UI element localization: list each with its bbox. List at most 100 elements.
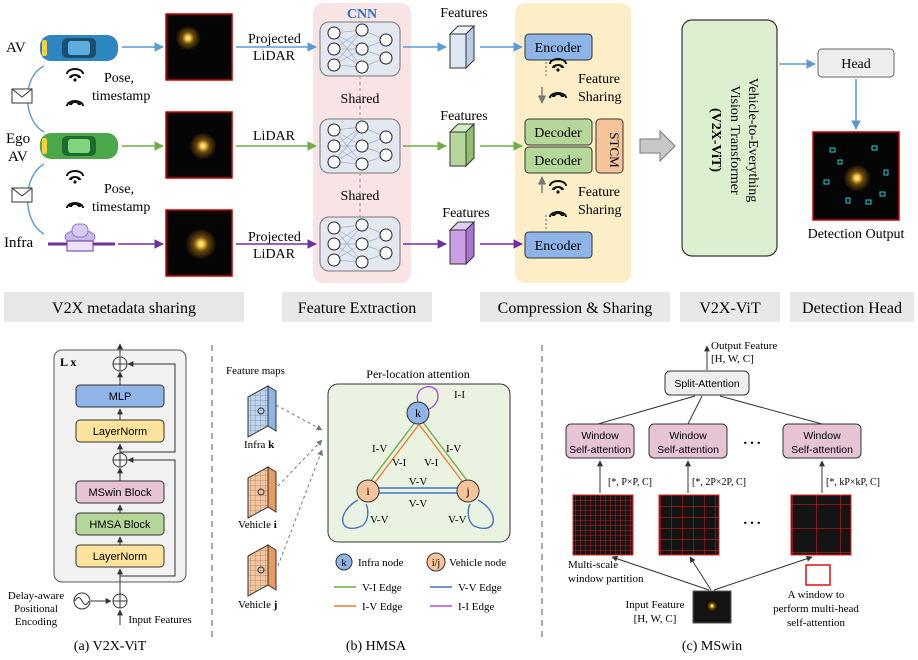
hmsa-label: HMSA Block bbox=[89, 519, 151, 531]
dims-label: [*, kP×kP, C] bbox=[826, 477, 880, 488]
legend-vv-edge: V-V Edge bbox=[458, 582, 502, 594]
agent-infra-label: Infra bbox=[4, 235, 33, 251]
wifi-icon bbox=[66, 170, 84, 208]
edge-label-iv: I-V bbox=[372, 443, 387, 455]
positional-encoding-icon bbox=[73, 592, 112, 610]
feature-sharing-label: Feature bbox=[578, 72, 620, 87]
window-label: Window bbox=[803, 430, 841, 442]
stage-bar bbox=[4, 292, 244, 322]
shared-label: Shared bbox=[341, 92, 380, 107]
window-label: Window bbox=[581, 430, 619, 442]
node-j-label: j bbox=[465, 484, 469, 498]
panel-a-caption: (a) V2X-ViT bbox=[74, 639, 147, 654]
input-features-label: Input Features bbox=[128, 614, 191, 626]
cnn-network-icon bbox=[319, 216, 401, 272]
decoder-block bbox=[524, 146, 593, 174]
lidar-label: LiDAR bbox=[253, 129, 296, 144]
mswin-label: MSwin Block bbox=[89, 487, 152, 499]
add-icon bbox=[112, 356, 128, 372]
v2x-vit-title: (V2X-ViT) bbox=[708, 108, 723, 172]
feature-block bbox=[448, 220, 476, 266]
legend-infra-node bbox=[335, 553, 353, 571]
feature-block bbox=[448, 24, 476, 70]
output-feature-dims: [H, W, C] bbox=[711, 353, 754, 365]
vehicle-node-i bbox=[356, 479, 380, 503]
edge-label-vv: V-V bbox=[409, 498, 428, 510]
edge-label-vv: V-V bbox=[448, 514, 467, 526]
legend-vehicle-node bbox=[426, 552, 446, 572]
dims-label: [*, 2P×2P, C] bbox=[692, 477, 746, 488]
stcm-block bbox=[595, 118, 624, 174]
features-label: Features bbox=[440, 109, 487, 124]
projected-label: Projected bbox=[248, 32, 301, 47]
v2x-vit-title: Vision Transformer bbox=[727, 85, 742, 195]
decoder-label: Decoder bbox=[534, 126, 582, 141]
wifi-icon bbox=[549, 58, 567, 98]
decoder-block bbox=[524, 118, 593, 146]
window-self-attention-block bbox=[648, 423, 728, 459]
lidar-label: LiDAR bbox=[253, 247, 296, 262]
feature-map-vehicle-j bbox=[247, 544, 277, 597]
lidar-point-cloud bbox=[165, 13, 233, 81]
detection-output-label: Detection Output bbox=[808, 227, 905, 242]
agent-ego-label-1: Ego bbox=[6, 131, 30, 147]
pe-label: Encoding bbox=[15, 616, 58, 628]
edge-label-vi: V-I bbox=[424, 457, 439, 469]
v2x-vit-title: Vehicle-to-Everything bbox=[745, 78, 760, 202]
head-label: Head bbox=[841, 57, 871, 72]
layernorm-label: LayerNorm bbox=[93, 426, 147, 438]
window-note: A window to bbox=[788, 589, 845, 601]
window-note: self-attention bbox=[787, 617, 846, 629]
timestamp-label: timestamp bbox=[92, 200, 150, 215]
node-i-label: i bbox=[366, 484, 370, 498]
edge-label-vv: V-V bbox=[409, 476, 428, 488]
feature-sharing-label: Feature bbox=[578, 185, 620, 200]
cnn-title: CNN bbox=[347, 7, 377, 22]
lidar-point-cloud bbox=[165, 111, 233, 179]
av-car-icon bbox=[40, 35, 118, 61]
add-icon bbox=[112, 452, 128, 468]
window-self-attention-block bbox=[782, 423, 862, 459]
v2x-vit-block bbox=[681, 19, 778, 257]
feature-maps-label: Feature maps bbox=[226, 365, 285, 377]
legend-infra-node-label: Infra node bbox=[358, 557, 404, 569]
decoder-label: Decoder bbox=[534, 154, 582, 169]
multiscale-label: window partition bbox=[568, 573, 644, 585]
ellipsis: … bbox=[742, 427, 762, 449]
pose-label: Pose, bbox=[104, 182, 134, 197]
feature-sharing-label: Sharing bbox=[578, 203, 622, 218]
panel-b-caption: (b) HMSA bbox=[346, 639, 407, 654]
agent-av-label: AV bbox=[6, 40, 26, 56]
panel-c-caption: (c) MSwin bbox=[682, 639, 742, 654]
agent-ego-label-2: AV bbox=[8, 149, 28, 165]
self-attention-label: Self-attention bbox=[569, 444, 631, 456]
stage-label: V2X metadata sharing bbox=[52, 300, 196, 317]
per-location-title: Per-location attention bbox=[366, 367, 469, 381]
feature-map-infra bbox=[247, 385, 277, 438]
edge-label-iv: I-V bbox=[446, 443, 461, 455]
wifi-icon bbox=[66, 68, 84, 106]
encoder-block bbox=[524, 231, 593, 259]
projected-label: Projected bbox=[248, 230, 301, 245]
cnn-network-icon bbox=[319, 21, 401, 77]
stage-bar bbox=[480, 292, 670, 322]
mlp-label: MLP bbox=[109, 391, 132, 403]
stage-label: Detection Head bbox=[802, 300, 902, 317]
vehicle-i-label: Vehicle i bbox=[238, 519, 277, 531]
pe-label: Positional bbox=[14, 603, 58, 615]
stage-label: V2X-ViT bbox=[699, 300, 760, 317]
encoder-label: Encoder bbox=[535, 239, 582, 254]
output-feature-label: Output Feature bbox=[711, 340, 777, 352]
window-partition-map bbox=[658, 494, 720, 556]
node-k-label: k bbox=[415, 406, 421, 420]
vehicle-node-j bbox=[456, 479, 480, 503]
features-label: Features bbox=[442, 206, 489, 221]
split-attention-label: Split-Attention bbox=[674, 378, 740, 390]
window-partition-map bbox=[790, 494, 852, 556]
window-self-attention-block bbox=[565, 423, 635, 459]
infra-sensor-icon bbox=[48, 223, 115, 252]
window-label: Window bbox=[669, 430, 707, 442]
window-legend-square bbox=[805, 564, 831, 586]
edge-label-vi: V-I bbox=[392, 457, 407, 469]
